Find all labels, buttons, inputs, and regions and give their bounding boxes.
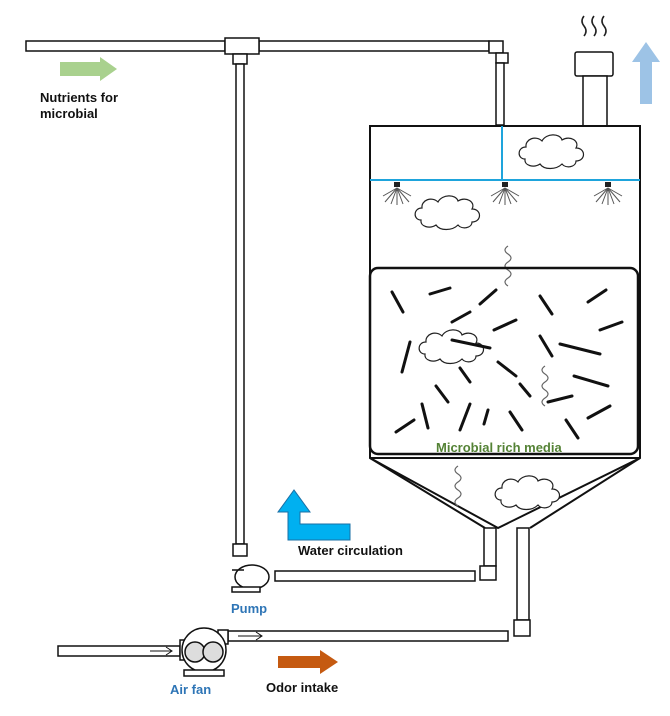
air-fan-icon bbox=[179, 627, 229, 677]
vessel-outlets bbox=[479, 527, 531, 637]
media-fibers bbox=[390, 286, 624, 440]
nutrient-pipe bbox=[25, 37, 509, 557]
air-fan-label: Air fan bbox=[170, 682, 211, 697]
exhaust-arrow bbox=[632, 42, 660, 104]
pump-icon bbox=[231, 564, 270, 593]
water-arrow bbox=[277, 489, 351, 541]
nutrients-label-line1: Nutrients for bbox=[40, 90, 118, 105]
water-return-pipe bbox=[274, 570, 476, 582]
water-label: Water circulation bbox=[298, 543, 403, 558]
spray-line bbox=[370, 126, 640, 181]
nutrients-label-line2: microbial bbox=[40, 106, 98, 121]
steam-icon bbox=[581, 15, 607, 37]
media-label: Microbial rich media bbox=[436, 440, 562, 455]
odor-arrow bbox=[278, 650, 338, 674]
fume-icon bbox=[454, 245, 549, 507]
nutrient-arrow bbox=[60, 57, 117, 81]
media-box bbox=[368, 266, 640, 456]
exhaust-stack bbox=[574, 51, 614, 127]
pump-label: Pump bbox=[231, 601, 267, 616]
odor-label: Odor intake bbox=[266, 680, 338, 695]
air-outlet-pipe bbox=[227, 630, 509, 642]
